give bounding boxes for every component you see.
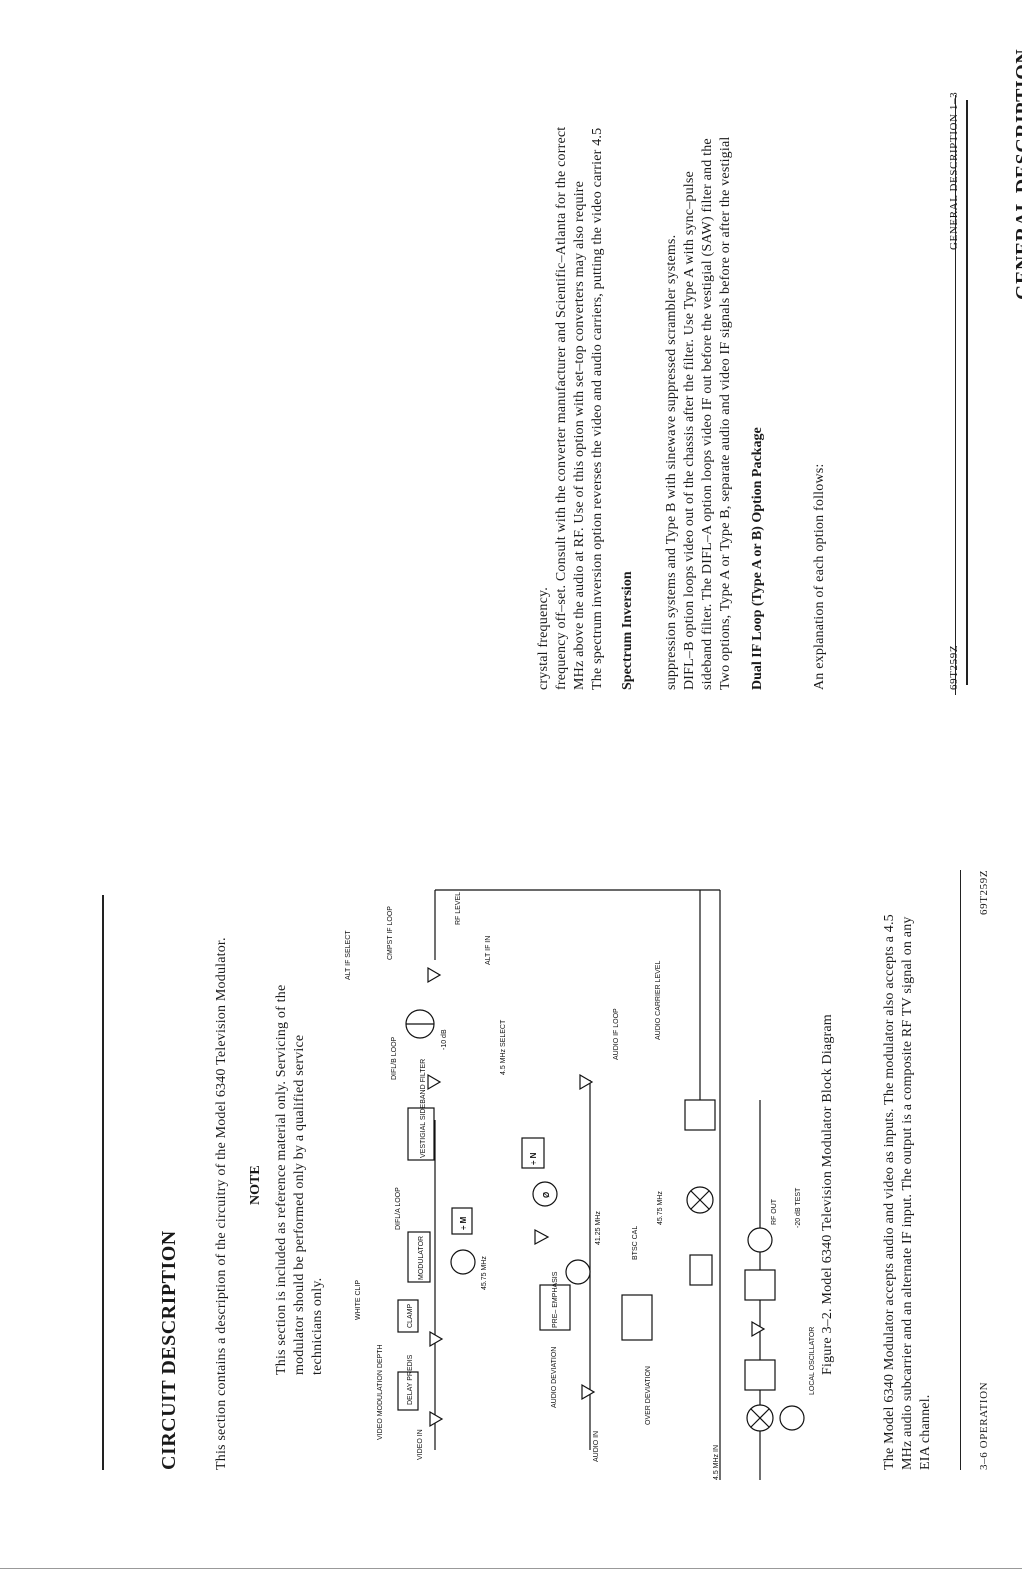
label-audio-dev: AUDIO DEVIATION [551,1347,558,1408]
lo-filter-box-2 [744,1269,776,1301]
label-clamp: CLAMP [407,1304,414,1328]
label-minus10: -10 dB [441,1029,448,1050]
label-alt-if-in: ALT IF IN [485,936,492,965]
page-bottom-edge [0,1568,1022,1569]
divide-m-box [451,1207,473,1235]
title-rule [102,895,104,1470]
label-video-mod-depth: VIDEO MODULATION DEPTH [377,1344,384,1440]
limiter-box [689,1254,713,1286]
delay-predis-box [397,1371,419,1411]
lo-filter-box-1 [744,1359,776,1391]
vsb-filter-box [407,1107,435,1161]
over-deviation-box [621,1294,653,1341]
label-audio-carrier-level: AUDIO CARRIER LEVEL [655,961,662,1040]
label-rf-out: RF OUT [771,1198,778,1225]
label-osc-4125: 41.25 MHz [595,1211,602,1245]
modulator-box [407,1231,431,1283]
amp-icon [579,1073,594,1091]
local-osc-icon [779,1405,805,1431]
amp-icon [751,1320,766,1338]
label-osc-4575: 45.75 MHz [481,1256,488,1290]
label-btsc-cal: BTSC CAL [632,1226,639,1260]
label-test-20: -20 dB TEST [795,1187,802,1228]
label-over-dev: OVER DEVIATION [645,1366,652,1425]
label-audio-in: AUDIO IN [593,1431,600,1462]
label-rf-level: RF LEVEL [455,892,462,925]
label-mix-4575: 45.75 MHz [657,1191,664,1225]
rf-out-splitter-icon [747,1227,773,1253]
amp-icon [427,1073,442,1091]
label-modulator: MODULATOR [418,1236,425,1280]
amp-icon [534,1228,550,1246]
output-filter-box [684,1099,716,1131]
label-difla-loop: DIFL/A LOOP [395,1187,402,1230]
label-divide-n: ÷ N [529,1152,538,1165]
label-audio-if-loop: AUDIO IF LOOP [613,1008,620,1060]
osc-4575-icon [450,1249,476,1275]
label-cmpst-if-loop: CMPST IF LOOP [387,906,394,960]
right-footer-rule [955,95,956,695]
label-video-in: VIDEO IN [417,1429,424,1460]
label-in-45: 4.5 MHz IN [713,1445,720,1480]
amp-icon [581,1383,596,1401]
amp-icon [427,966,442,984]
label-local-osc: LOCAL OSCILLATOR [809,1327,816,1395]
phase-detector-icon [532,1181,558,1207]
label-pre-emph: PRE– EMPHASIS [552,1271,559,1328]
label-alt-if-select: ALT IF SELECT [345,930,352,980]
amp-icon [429,1330,444,1348]
clamp-box [397,1299,419,1333]
label-divide-m: ÷ M [459,1216,468,1230]
label-white-clip: WHITE CLIP [355,1280,362,1320]
left-footer-rule [960,870,961,1470]
osc-4125-icon [565,1259,591,1285]
label-sel-45: 4.5 MHz SELECT [500,1019,507,1075]
label-diflb-loop: DIFL/B LOOP [391,1036,398,1080]
divide-n-box [521,1137,545,1169]
header-rule [966,100,968,685]
label-vsb-filter: VESTIGIAL SIDEBAND FILTER [420,1059,427,1158]
label-delay-predis: DELAY PREDIS [407,1354,414,1405]
amp-icon [429,1410,444,1428]
label-phase: Ø [542,1192,551,1198]
pre-emphasis-box [539,1284,571,1331]
